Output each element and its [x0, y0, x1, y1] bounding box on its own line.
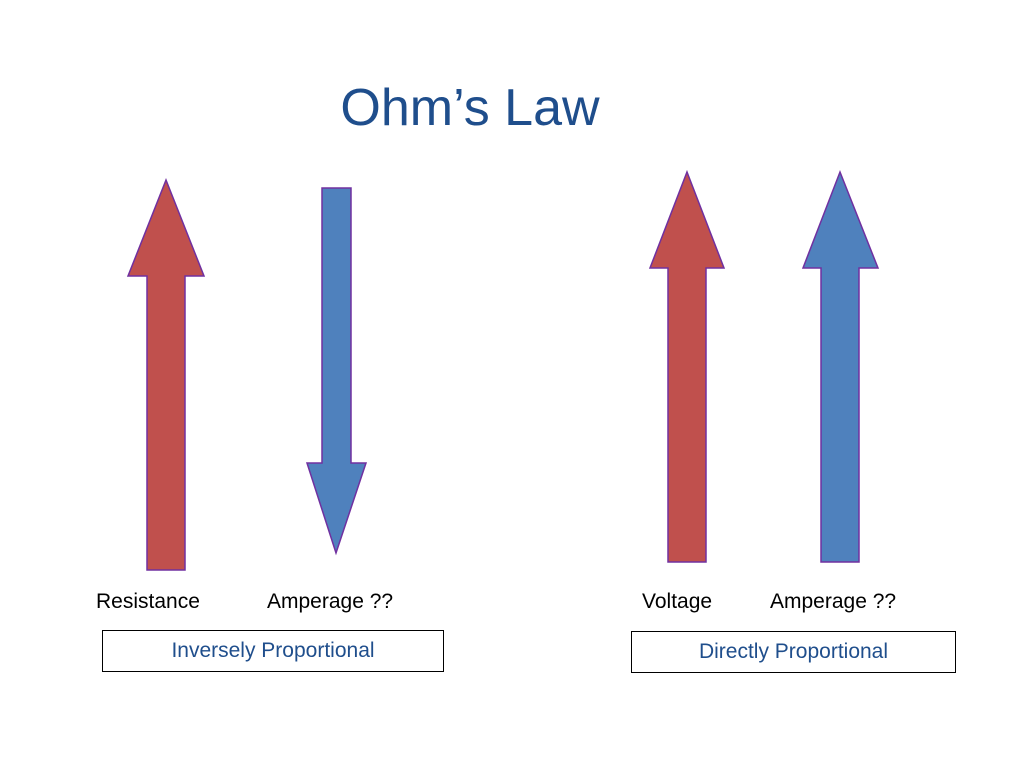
resistance-up-arrow	[126, 177, 206, 571]
voltage-up-arrow	[648, 169, 726, 563]
amperage-up-arrow	[801, 169, 880, 563]
inversely-proportional-text: Inversely Proportional	[171, 639, 375, 662]
amperage-down-arrow	[305, 187, 368, 556]
amperage-label-right: Amperage ??	[770, 590, 897, 613]
directly-proportional-box: Directly Proportional	[631, 631, 956, 673]
voltage-label: Voltage	[642, 590, 713, 613]
amperage-label-left: Amperage ??	[267, 590, 394, 613]
inversely-proportional-box: Inversely Proportional	[102, 630, 444, 672]
resistance-label: Resistance	[96, 590, 200, 613]
slide-title: Ohm’s Law	[340, 79, 600, 137]
directly-proportional-text: Directly Proportional	[698, 640, 889, 663]
